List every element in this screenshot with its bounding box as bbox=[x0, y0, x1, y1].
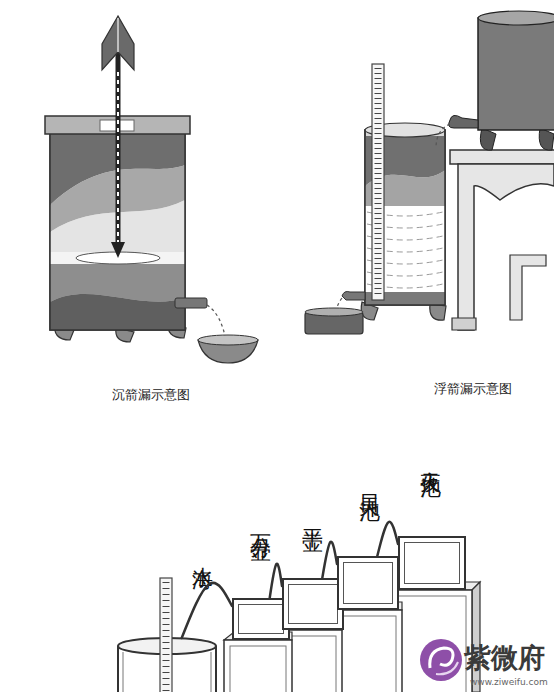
figure-caption: 浮箭漏示意图 bbox=[434, 380, 512, 398]
watermark-url: www.ziweifu.com bbox=[470, 677, 548, 687]
floating-rod bbox=[372, 64, 384, 300]
pedestal-panel bbox=[336, 616, 396, 692]
water-pipe bbox=[377, 522, 398, 556]
logo-circle bbox=[420, 639, 462, 681]
arrow-fletching bbox=[102, 16, 134, 70]
water-pipe bbox=[322, 542, 337, 578]
pedestal bbox=[392, 590, 472, 692]
logo-swirl bbox=[430, 648, 453, 668]
measuring-rod bbox=[160, 578, 172, 692]
table-foot bbox=[452, 318, 476, 330]
table-stretcher bbox=[510, 255, 546, 320]
vessel-label: 水海 bbox=[192, 550, 213, 556]
vessel-label: 日天池 bbox=[359, 478, 380, 487]
watermark: 紫微府 bbox=[464, 640, 545, 676]
water-drip bbox=[436, 124, 450, 148]
pedestal-side bbox=[472, 582, 480, 692]
vessel-box: 夜天池 bbox=[398, 536, 466, 590]
floating-clepsydra bbox=[305, 11, 554, 334]
table-top bbox=[450, 150, 554, 164]
rod-ticks bbox=[117, 72, 119, 246]
rod-ticks bbox=[375, 68, 382, 296]
pedestal bbox=[224, 640, 292, 692]
water-pipe bbox=[270, 564, 282, 598]
tank-rim bbox=[478, 11, 554, 25]
fletching-line bbox=[117, 18, 119, 52]
vessel-label: 夜天池 bbox=[420, 454, 441, 463]
pedestal-panel bbox=[230, 646, 286, 692]
vessel-label: 平壶 bbox=[302, 512, 323, 518]
arrow-tip bbox=[111, 242, 125, 258]
vessel-label: 万分壶 bbox=[250, 518, 271, 527]
watermark-logo bbox=[420, 639, 462, 681]
outlet-spout bbox=[342, 292, 365, 301]
arrow-rod bbox=[116, 40, 121, 248]
rod-ticks bbox=[163, 582, 170, 692]
vessel-box: 平壶 bbox=[282, 578, 344, 630]
vessel-box: 日天池 bbox=[337, 556, 399, 610]
bowl-rim bbox=[198, 335, 258, 345]
bowl-rim bbox=[305, 308, 363, 316]
vessel-leg bbox=[430, 304, 446, 320]
sinking-clepsydra bbox=[45, 16, 258, 363]
tank-leg bbox=[539, 128, 554, 150]
figure-caption: 沉箭漏示意图 bbox=[112, 386, 190, 404]
logo-swirl bbox=[436, 662, 458, 674]
water-pipe bbox=[182, 583, 232, 638]
water-band bbox=[50, 294, 185, 330]
pedestal-panel bbox=[398, 596, 466, 692]
tank-leg bbox=[480, 128, 496, 150]
upper-tank bbox=[478, 18, 554, 130]
dragon-spout bbox=[449, 115, 478, 128]
outlet-spout bbox=[175, 298, 207, 308]
table-frame bbox=[458, 164, 554, 330]
